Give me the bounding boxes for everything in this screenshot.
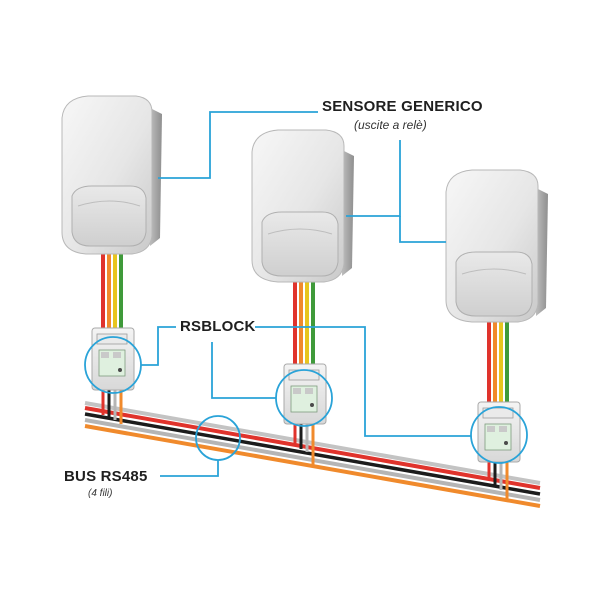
- rsblock-module-left: [91, 327, 135, 391]
- rsblock-title: RSBLOCK: [180, 318, 256, 335]
- callout-sensor-middle-right: [346, 140, 401, 217]
- sensor-cable-left: [101, 250, 123, 330]
- sensor-cable-right: [487, 318, 509, 404]
- bus-title: BUS RS485: [64, 468, 148, 485]
- sensor-right: [445, 169, 548, 323]
- sensor-left: [61, 95, 162, 255]
- rsblock-module-middle: [283, 363, 327, 425]
- callout-rsblock-left: [141, 326, 176, 366]
- rsblock-module-right: [477, 401, 521, 463]
- sensor-title: SENSORE GENERICO: [322, 98, 483, 115]
- callout-bus-line: [160, 460, 219, 477]
- callout-sensor-right: [399, 216, 446, 243]
- callout-sensor-left: [158, 111, 318, 179]
- sensor-subtitle: (uscite a relè): [354, 118, 427, 132]
- callout-rsblock: [84, 326, 528, 464]
- bus-wire-orange: [84, 424, 541, 508]
- callout-rsblock-right: [255, 326, 471, 437]
- callout-rsblock-middle: [211, 342, 276, 399]
- sensor-cable-middle: [293, 278, 315, 366]
- callout-sensor: [158, 111, 446, 243]
- callout-bus: [160, 415, 241, 477]
- bus-subtitle: (4 fili): [88, 488, 113, 499]
- callout-circle-right: [470, 406, 528, 464]
- sensor-middle: [251, 129, 354, 283]
